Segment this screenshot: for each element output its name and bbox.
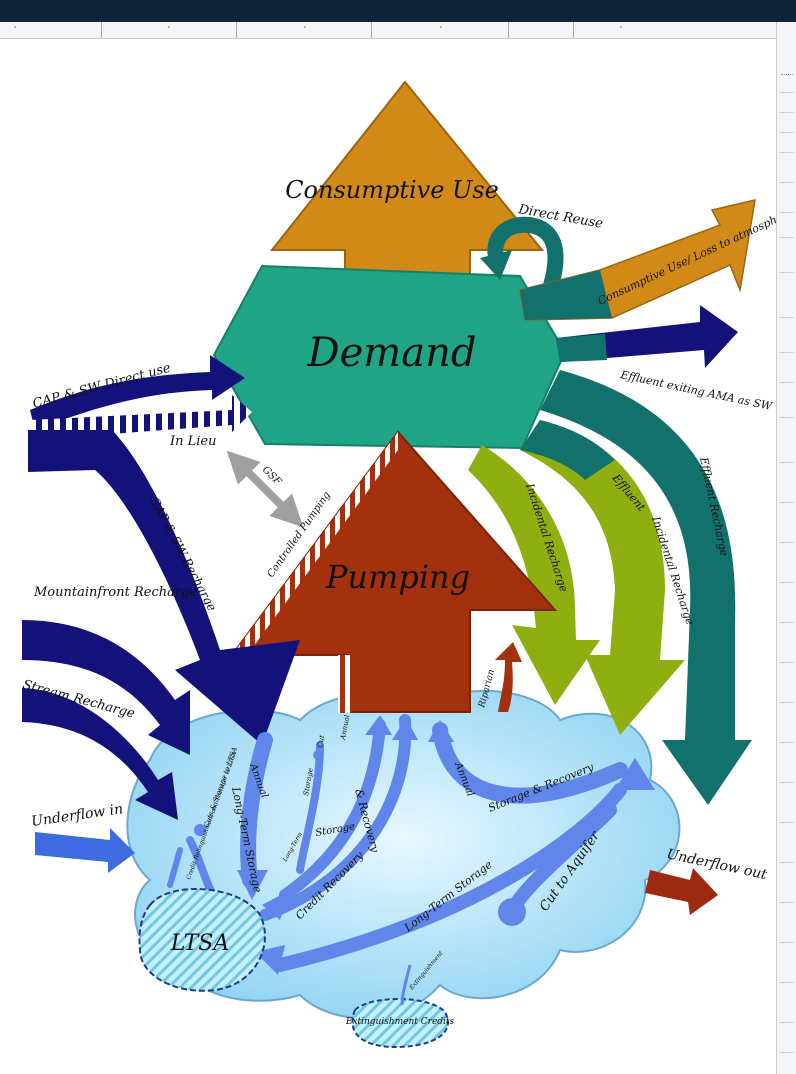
side-line — [780, 582, 794, 583]
side-line — [780, 272, 794, 273]
side-line — [780, 702, 794, 703]
ruler-tick — [101, 22, 102, 38]
ruler-tick — [573, 22, 574, 38]
aquifer-arrowheads — [194, 715, 655, 975]
stream-recharge-arrow — [22, 688, 178, 820]
effluent-incidental-recharge-arrow — [520, 420, 685, 735]
underflow-out-label: Underflow out — [665, 846, 768, 883]
ruler-dot — [168, 26, 170, 28]
side-line — [780, 622, 794, 623]
cut-small-label: Cut — [316, 734, 326, 748]
demand-label: Demand — [307, 330, 477, 376]
ruler-tick — [236, 22, 237, 38]
side-line — [780, 1022, 794, 1023]
side-line — [780, 462, 794, 463]
side-line — [780, 982, 794, 983]
ruler-tick — [371, 22, 372, 38]
effluent-recharge-arrow — [540, 370, 752, 805]
side-line — [780, 902, 794, 903]
ruler-dot — [14, 26, 16, 28]
side-line — [780, 502, 794, 503]
ltsa-node — [138, 888, 266, 992]
side-line — [780, 112, 794, 113]
side-line — [780, 1052, 794, 1053]
side-line — [780, 782, 794, 783]
controlled-pumping-edge — [232, 432, 398, 658]
cap-sw-recharge-arrow — [28, 430, 300, 745]
underflow-in-label: Underflow in — [30, 801, 124, 830]
incidental-recharge-arrow — [468, 445, 600, 705]
side-line — [780, 152, 794, 153]
ruler-dot — [304, 26, 306, 28]
underflow-in-arrow — [35, 828, 135, 873]
ruler-tick — [508, 22, 509, 38]
mountainfront-recharge-label: Mountainfront Recharge — [33, 585, 197, 600]
side-line — [780, 942, 794, 943]
side-line — [780, 862, 794, 863]
side-line — [780, 212, 794, 213]
side-line — [780, 317, 794, 318]
ruler-dot — [620, 26, 622, 28]
side-line — [780, 132, 794, 133]
side-line — [780, 237, 794, 238]
side-line — [780, 417, 794, 418]
side-line — [780, 822, 794, 823]
pumping-label: Pumping — [325, 558, 470, 596]
side-line — [780, 382, 794, 383]
extinguishment-credits-node — [351, 998, 449, 1049]
side-line — [780, 662, 794, 663]
direct-reuse-arrow — [487, 216, 564, 298]
gsf-arrow — [226, 450, 304, 528]
aquifer-flows — [167, 714, 628, 972]
extinguishment-credits-label: Extinguishment Credits — [345, 1017, 455, 1027]
side-panel-marker — [781, 74, 793, 78]
in-lieu-arrow — [30, 395, 252, 440]
in-lieu-label: In Lieu — [169, 434, 217, 449]
cap-sw-direct-use-arrow — [30, 355, 245, 430]
side-line — [780, 92, 794, 93]
ruler-dot — [440, 26, 442, 28]
title-bar — [0, 0, 796, 22]
mountainfront-recharge-arrow — [22, 620, 190, 755]
water-budget-diagram: Consumptive Use Demand Pumping LTSA Exti… — [21, 80, 776, 1049]
horizontal-ruler — [0, 22, 776, 39]
side-line — [780, 352, 794, 353]
underflow-out-arrow — [645, 868, 718, 915]
riparian-arrow — [495, 642, 522, 712]
side-line — [780, 182, 794, 183]
ltsa-label: LTSA — [170, 931, 229, 956]
consumptive-use-label: Consumptive Use — [285, 176, 499, 204]
side-line — [780, 542, 794, 543]
side-line — [780, 742, 794, 743]
side-panel-scroll[interactable] — [776, 22, 796, 1074]
